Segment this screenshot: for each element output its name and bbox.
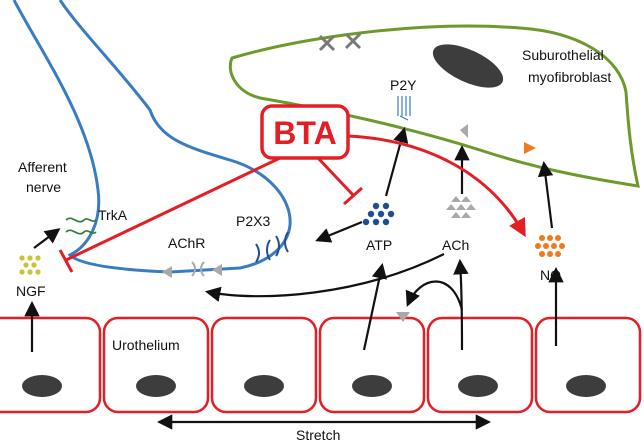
achr-label: AChR <box>168 235 205 251</box>
arrow-ngf-to-trka <box>33 228 61 249</box>
inhibition-lines <box>58 134 526 273</box>
bta-inhibits-no <box>347 134 526 238</box>
urothelium-layer <box>0 316 642 414</box>
myofibroblast-label-line1: Suburothelial <box>522 47 604 63</box>
arrow-ach-to-achr <box>204 253 445 302</box>
arrow-ach-loop <box>405 280 464 311</box>
no-dots <box>535 235 565 257</box>
ach-receptor-triangle <box>460 124 468 138</box>
p2y-receptor-icon <box>397 96 411 121</box>
atp-label: ATP <box>366 237 392 253</box>
gap-junction-icon <box>318 32 362 52</box>
bta-inhibits-trka <box>65 156 281 262</box>
achr-triangle-left <box>162 266 172 278</box>
ngf-label: NGF <box>16 283 46 299</box>
achr-triangle-right <box>212 264 222 276</box>
trka-label: TrkA <box>98 207 128 223</box>
ach-dots <box>446 196 476 218</box>
no-label: NO <box>540 267 561 283</box>
activation-arrows <box>24 127 564 430</box>
ngf-dots <box>19 255 41 275</box>
myofibroblast-nucleus <box>432 44 504 88</box>
afferent-nerve-label-line2: nerve <box>26 179 61 195</box>
p2x3-receptor-icon <box>255 231 289 263</box>
ach-label: ACh <box>442 237 469 253</box>
urothelium-label: Urothelium <box>112 337 180 353</box>
urothelium-ach-receptor <box>396 312 410 322</box>
bta-label: BTA <box>273 115 336 151</box>
stretch-label: Stretch <box>296 427 340 443</box>
afferent-nerve-label-line1: Afferent <box>18 159 67 175</box>
p2x3-label: P2X3 <box>236 213 270 229</box>
no-receptor-triangle <box>524 142 536 154</box>
bta-inhibits-atp <box>316 156 356 198</box>
p2y-label: P2Y <box>390 77 417 93</box>
inhibit-bar-atp <box>343 186 363 206</box>
arrow-atp-to-p2x3 <box>315 220 363 243</box>
arrow-no-to-myofibroblast <box>537 160 554 229</box>
achr-receptor-icon <box>191 261 205 277</box>
trka-receptor-icon <box>65 217 97 235</box>
atp-dots <box>362 202 395 226</box>
bta-box <box>260 104 350 160</box>
myofibroblast-label-line2: myofibroblast <box>528 69 611 85</box>
inhibit-bar-trka <box>58 249 74 273</box>
urothelial-nuclei <box>22 375 606 397</box>
arrow-atp-to-p2y <box>384 127 409 197</box>
